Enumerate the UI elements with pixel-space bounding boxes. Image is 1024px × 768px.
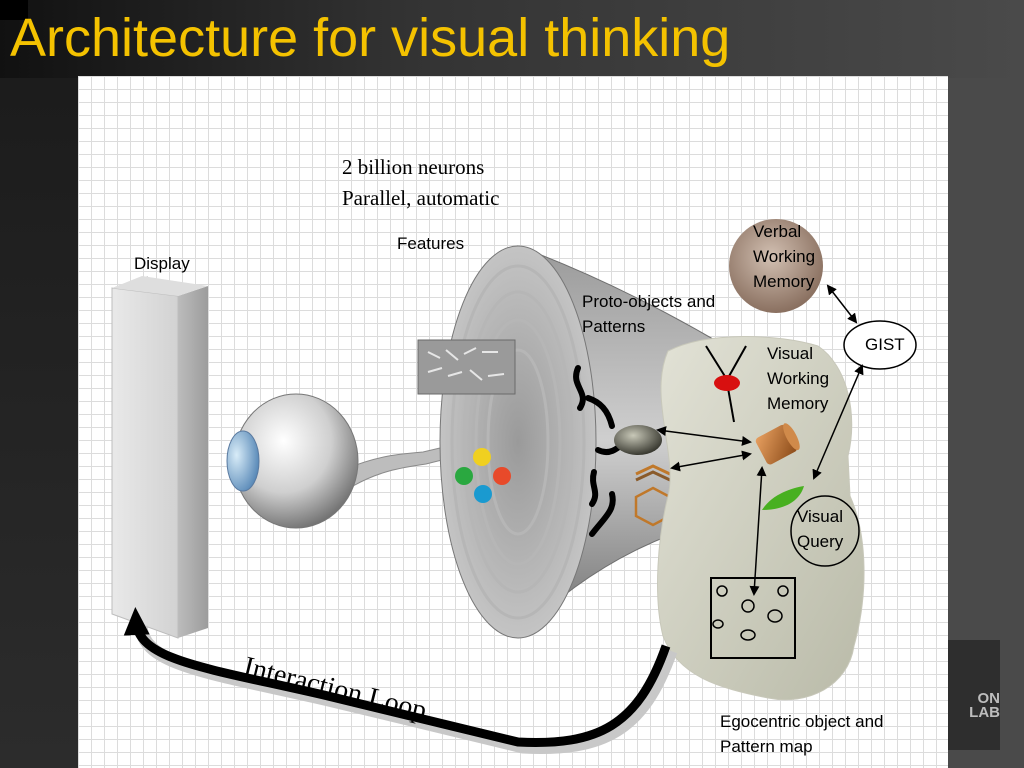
arrow-cylinder-map <box>749 466 767 596</box>
lab-logo: ON LAB <box>948 690 1001 721</box>
neurons-label: 2 billion neurons Parallel, automatic <box>342 152 499 214</box>
background-top-band <box>0 0 1024 78</box>
proto-object-curves <box>573 365 631 537</box>
neurons-line-2: Parallel, automatic <box>342 186 500 210</box>
visual-query-line-1: Visual <box>797 507 843 526</box>
corner-block <box>0 0 28 20</box>
feature-dots <box>455 448 511 503</box>
feature-dot-blue <box>474 485 492 503</box>
egocentric-map-line-1: Egocentric object and <box>720 712 884 731</box>
verbal-memory-sphere <box>729 219 823 313</box>
display-panel <box>111 276 208 639</box>
feature-dot-green <box>455 467 473 485</box>
verbal-memory-line-3: Memory <box>753 272 815 291</box>
visual-query-label: Visual Query <box>797 504 843 554</box>
lab-logo-line-1: ON <box>977 690 1001 707</box>
proto-objects-line-1: Proto-objects and <box>582 292 716 311</box>
visual-memory-line-1: Visual <box>767 344 813 363</box>
background-left-band <box>0 0 78 768</box>
interaction-loop-arrow <box>123 607 678 754</box>
lab-logo-line-2: LAB <box>969 704 1000 721</box>
arrow-hexagon-cylinder <box>670 450 752 472</box>
arrow-gist-query <box>812 364 864 480</box>
visual-query-node <box>790 495 860 567</box>
display-label: Display <box>134 254 190 273</box>
proto-objects-label: Proto-objects and Patterns <box>582 289 715 339</box>
proto-objects-line-2: Patterns <box>582 317 646 336</box>
arrow-verbal-gist <box>826 284 858 324</box>
gist-label: GIST <box>865 335 905 354</box>
proto-object-ellipse <box>614 425 662 455</box>
verbal-memory-label: Verbal Working Memory <box>753 219 815 294</box>
diagram-canvas: 2 billion neurons Parallel, automatic Fe… <box>78 76 948 768</box>
object-leaf <box>762 486 804 510</box>
lab-logo-box <box>948 640 1000 750</box>
arrow-ellipse-cylinder <box>656 426 752 446</box>
visual-memory-label: Visual Working Memory <box>767 341 829 416</box>
feature-texture-inset <box>417 339 516 395</box>
visual-memory-line-2: Working <box>767 369 830 388</box>
verbal-memory-line-1: Verbal <box>753 222 802 241</box>
slide-title: Architecture for visual thinking <box>10 8 731 68</box>
verbal-memory-line-2: Working <box>753 247 816 266</box>
feature-dot-red <box>493 467 511 485</box>
features-label: Features <box>397 234 465 253</box>
visual-memory-node <box>705 345 747 423</box>
connection-arrows <box>656 284 864 596</box>
egocentric-map-label: Egocentric object and Pattern map <box>720 709 884 759</box>
neurons-line-1: 2 billion neurons <box>342 155 485 179</box>
feature-dot-yellow <box>473 448 491 466</box>
diagram-svg <box>111 219 917 754</box>
visual-query-line-2: Query <box>797 532 844 551</box>
gist-node <box>843 320 917 370</box>
egocentric-map-line-2: Pattern map <box>720 737 813 756</box>
object-cylinder <box>755 423 800 465</box>
visual-memory-line-3: Memory <box>767 394 829 413</box>
eye-icon <box>226 393 443 529</box>
